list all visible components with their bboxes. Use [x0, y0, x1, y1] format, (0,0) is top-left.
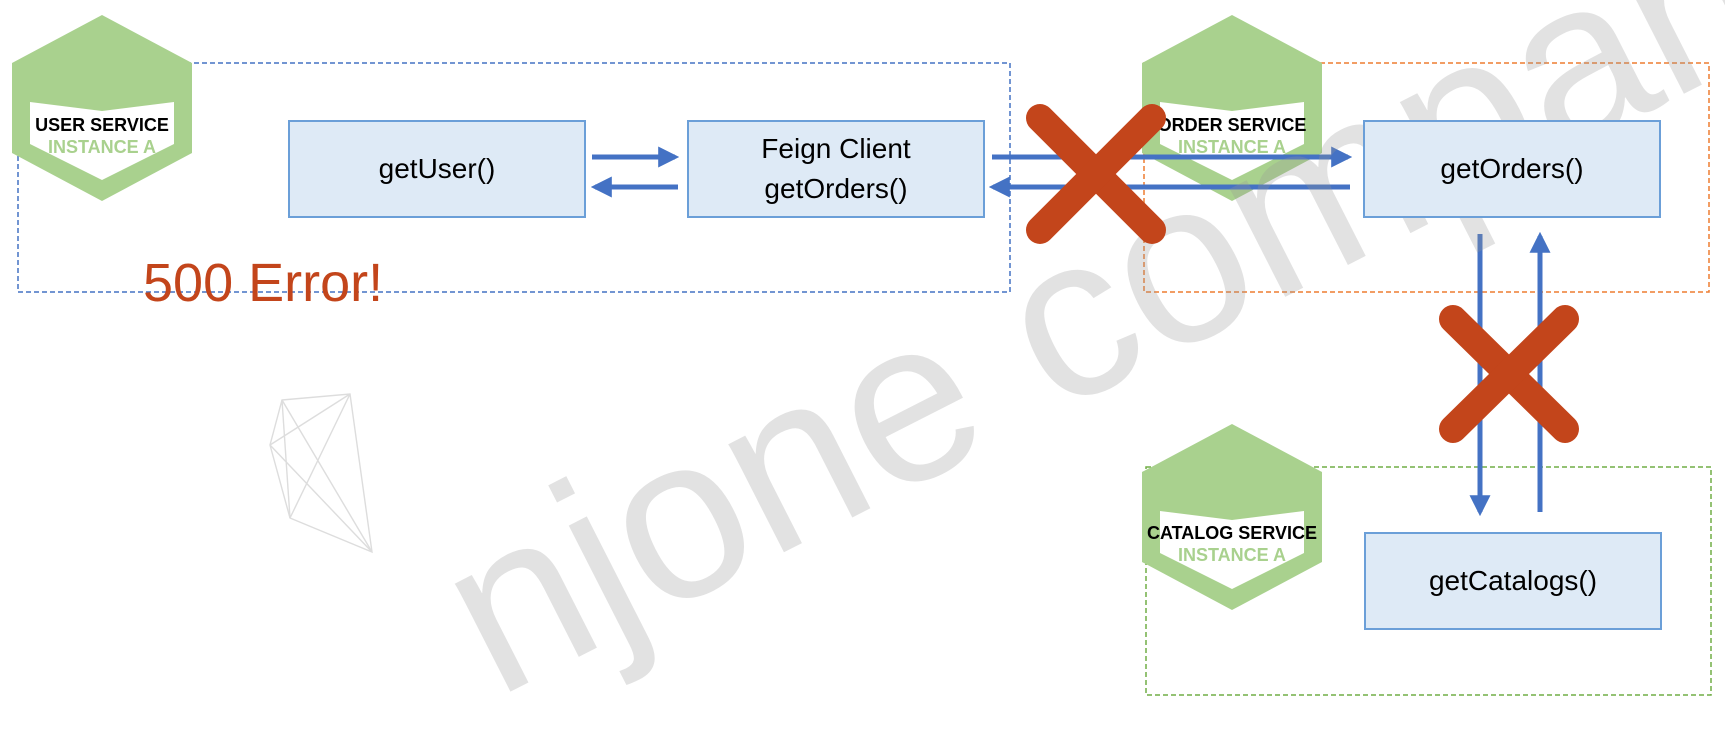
- catalog-service-name: CATALOG SERVICE: [1146, 523, 1317, 543]
- diagram-canvas: [12, 15, 1712, 696]
- user-service-container: [17, 62, 1011, 293]
- user-service-hexagon-icon: [12, 15, 192, 201]
- get-orders-label: getOrders(): [1440, 153, 1584, 184]
- feign-client-box[interactable]: Feign Client getOrders(): [687, 120, 985, 218]
- x-mark-icon: [1439, 305, 1579, 443]
- x-mark-icon: [1026, 104, 1166, 244]
- catalog-service-hexagon-icon: [1142, 424, 1322, 610]
- feign-client-method: getOrders(): [764, 173, 908, 204]
- catalog-service-instance: INSTANCE A: [1178, 545, 1286, 565]
- feign-client-title: Feign Client: [761, 133, 911, 164]
- user-service-name: USER SERVICE: [35, 115, 169, 135]
- user-service-instance: INSTANCE A: [48, 137, 156, 157]
- catalog-service-container: [1145, 466, 1712, 696]
- get-orders-box[interactable]: getOrders(): [1363, 120, 1661, 218]
- order-service-container: [1143, 62, 1710, 293]
- get-user-label: getUser(): [378, 153, 496, 184]
- get-catalogs-label: getCatalogs(): [1428, 565, 1598, 596]
- get-user-box[interactable]: getUser(): [288, 120, 586, 218]
- user-service-label: USER SERVICE INSTANCE A: [10, 114, 194, 158]
- catalog-service-label: CATALOG SERVICE INSTANCE A: [1140, 522, 1324, 566]
- wireframe-logo-icon: [269, 393, 373, 554]
- order-service-name: ORDER SERVICE: [1157, 115, 1307, 135]
- order-service-label: ORDER SERVICE INSTANCE A: [1140, 114, 1324, 158]
- error-message: 500 Error!: [143, 253, 384, 313]
- order-service-instance: INSTANCE A: [1178, 137, 1286, 157]
- get-catalogs-box[interactable]: getCatalogs(): [1364, 532, 1662, 630]
